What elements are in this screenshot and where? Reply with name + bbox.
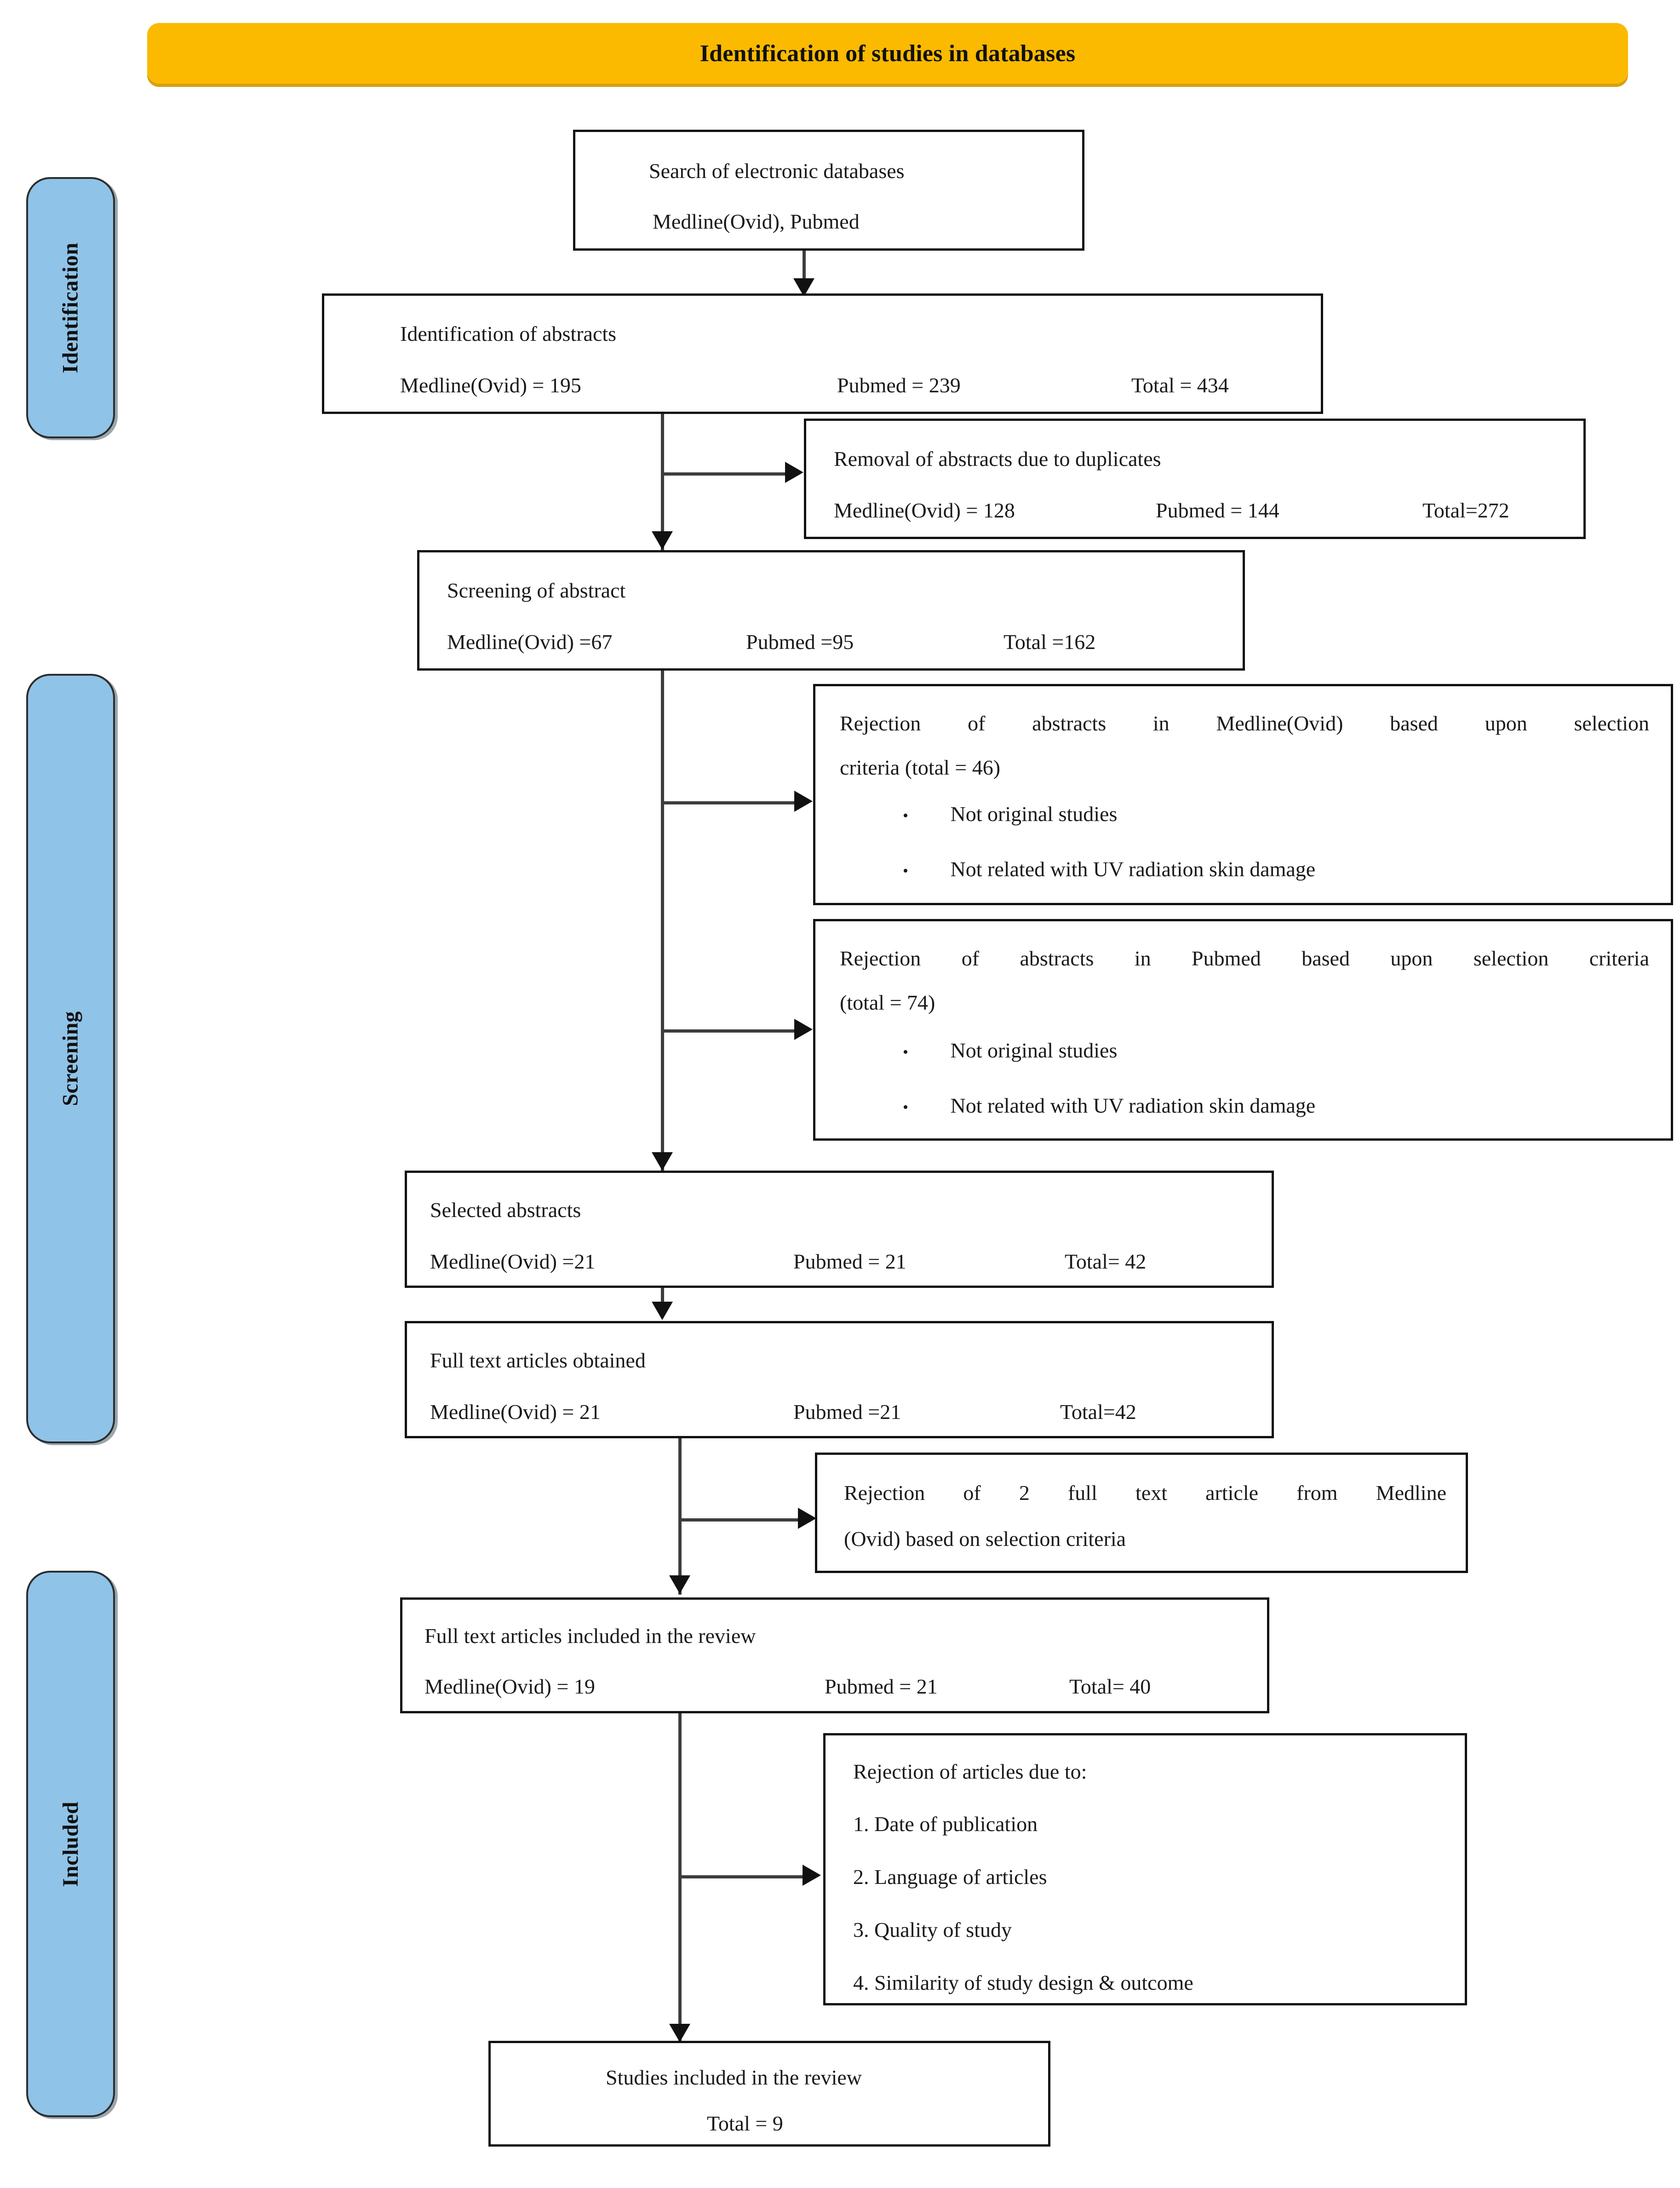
fulltext-obtained-medline: Medline(Ovid) = 21 [430,1400,601,1424]
rejection-articles-item-3: 3. Quality of study [853,1918,1012,1941]
connector-branch-to-rejection-medline [661,801,803,804]
arrow-fulltext-to-included [669,1575,690,1594]
stage-label-screening: Screening [58,1011,83,1106]
search-line-2: Medline(Ovid), Pubmed [653,210,860,233]
box-rejection-fulltext: Rejection of 2 full text article from Me… [815,1453,1468,1573]
box-removal-duplicates: Removal of abstracts due to duplicates M… [804,419,1586,539]
connector-branch-to-duplicates [661,472,794,476]
rejection-medline-bullet-2: • Not related with UV radiation skin dam… [903,859,1315,880]
screening-abstract-pubmed: Pubmed =95 [746,630,854,654]
connector-branch-to-rejection-fulltext [678,1518,805,1522]
box-fulltext-included: Full text articles included in the revie… [400,1597,1269,1713]
rejection-pubmed-bullet-1-text: Not original studies [950,1039,1118,1062]
rejection-medline-line-1: Rejection of abstracts in Medline(Ovid) … [840,712,1649,735]
removal-duplicates-medline: Medline(Ovid) = 128 [834,499,1015,522]
arrow-branch-to-rejection-fulltext [798,1508,816,1529]
studies-included-total: Total = 9 [707,2112,783,2135]
arrow-branch-to-rejection-pubmed [794,1019,813,1040]
box-rejection-medline: Rejection of abstracts in Medline(Ovid) … [813,684,1673,905]
box-selected-abstracts: Selected abstracts Medline(Ovid) =21 Pub… [405,1171,1274,1288]
rejection-pubmed-line-1: Rejection of abstracts in Pubmed based u… [840,947,1649,970]
connector-branch-to-rejection-articles [678,1875,812,1878]
box-fulltext-obtained: Full text articles obtained Medline(Ovid… [405,1321,1274,1438]
rejection-pubmed-bullet-2-text: Not related with UV radiation skin damag… [950,1094,1316,1117]
arrow-screening-to-selected [652,1152,673,1171]
rejection-pubmed-bullet-2: • Not related with UV radiation skin dam… [903,1095,1315,1116]
rejection-pubmed-bullet-1: • Not original studies [903,1040,1117,1061]
arrow-branch-to-duplicates [785,462,803,483]
box-rejection-articles: Rejection of articles due to: 1. Date of… [823,1733,1467,2005]
rejection-articles-item-2: 2. Language of articles [853,1865,1047,1889]
connector-search-to-identification [803,251,806,287]
search-line-1: Search of electronic databases [649,159,905,183]
rejection-medline-line-2: criteria (total = 46) [840,756,1001,779]
screening-abstract-medline: Medline(Ovid) =67 [447,630,613,654]
stage-rail-screening: Screening [26,674,115,1443]
page-title: Identification of studies in databases [700,40,1076,67]
fulltext-included-medline: Medline(Ovid) = 19 [424,1675,595,1698]
arrow-selected-to-fulltext [652,1302,673,1320]
removal-duplicates-pubmed: Pubmed = 144 [1156,499,1279,522]
bullet-icon: • [903,862,908,880]
rejection-medline-bullet-1-text: Not original studies [950,802,1118,826]
box-identification-abstracts: Identification of abstracts Medline(Ovid… [322,293,1323,414]
identification-abstracts-pubmed: Pubmed = 239 [837,373,961,397]
selected-abstracts-pubmed: Pubmed = 21 [793,1250,906,1273]
connector-branch-to-rejection-pubmed [661,1029,803,1033]
box-studies-included: Studies included in the review Total = 9 [488,2041,1050,2147]
stage-label-identification: Identification [58,242,83,373]
header-banner: Identification of studies in databases [147,23,1628,84]
identification-abstracts-title: Identification of abstracts [400,322,617,345]
stage-rail-included: Included [26,1571,115,2117]
fulltext-included-pubmed: Pubmed = 21 [825,1675,938,1698]
rejection-fulltext-line-2: (Ovid) based on selection criteria [844,1527,1126,1551]
fulltext-included-total: Total= 40 [1069,1675,1151,1698]
removal-duplicates-total: Total=272 [1422,499,1509,522]
bullet-icon: • [903,807,908,825]
arrow-included-to-studies [669,2024,690,2042]
rejection-medline-bullet-2-text: Not related with UV radiation skin damag… [950,857,1316,881]
stage-rail-identification: Identification [26,177,115,438]
screening-abstract-total: Total =162 [1003,630,1096,654]
identification-abstracts-total: Total = 434 [1131,373,1229,397]
stage-label-included: Included [58,1801,83,1887]
selected-abstracts-title: Selected abstracts [430,1198,581,1222]
box-rejection-pubmed: Rejection of abstracts in Pubmed based u… [813,919,1673,1141]
connector-fulltext-trunk [678,1438,682,1595]
bullet-icon: • [903,1044,908,1061]
fulltext-obtained-title: Full text articles obtained [430,1349,646,1372]
connector-screening-trunk [661,671,664,1172]
arrow-branch-to-rejection-medline [794,791,813,812]
selected-abstracts-total: Total= 42 [1065,1250,1147,1273]
identification-abstracts-medline: Medline(Ovid) = 195 [400,373,581,397]
fulltext-obtained-pubmed: Pubmed =21 [793,1400,901,1424]
removal-duplicates-title: Removal of abstracts due to duplicates [834,447,1161,471]
rejection-medline-bullet-1: • Not original studies [903,804,1117,825]
rejection-articles-item-1: 1. Date of publication [853,1812,1038,1836]
rejection-fulltext-line-1: Rejection of 2 full text article from Me… [844,1481,1446,1505]
rejection-articles-title: Rejection of articles due to: [853,1760,1087,1783]
box-screening-abstract: Screening of abstract Medline(Ovid) =67 … [417,550,1245,671]
screening-abstract-title: Screening of abstract [447,579,626,602]
rejection-pubmed-line-2: (total = 74) [840,991,935,1014]
rejection-articles-item-4: 4. Similarity of study design & outcome [853,1971,1193,1994]
fulltext-included-title: Full text articles included in the revie… [424,1624,756,1648]
bullet-icon: • [903,1099,908,1116]
connector-included-trunk [678,1713,682,2044]
arrow-identification-to-screening [652,531,673,550]
selected-abstracts-medline: Medline(Ovid) =21 [430,1250,596,1273]
arrow-branch-to-rejection-articles [803,1865,821,1886]
studies-included-title: Studies included in the review [606,2066,862,2089]
connector-identification-trunk [661,414,664,552]
box-search-databases: Search of electronic databases Medline(O… [573,130,1084,251]
fulltext-obtained-total: Total=42 [1060,1400,1136,1424]
